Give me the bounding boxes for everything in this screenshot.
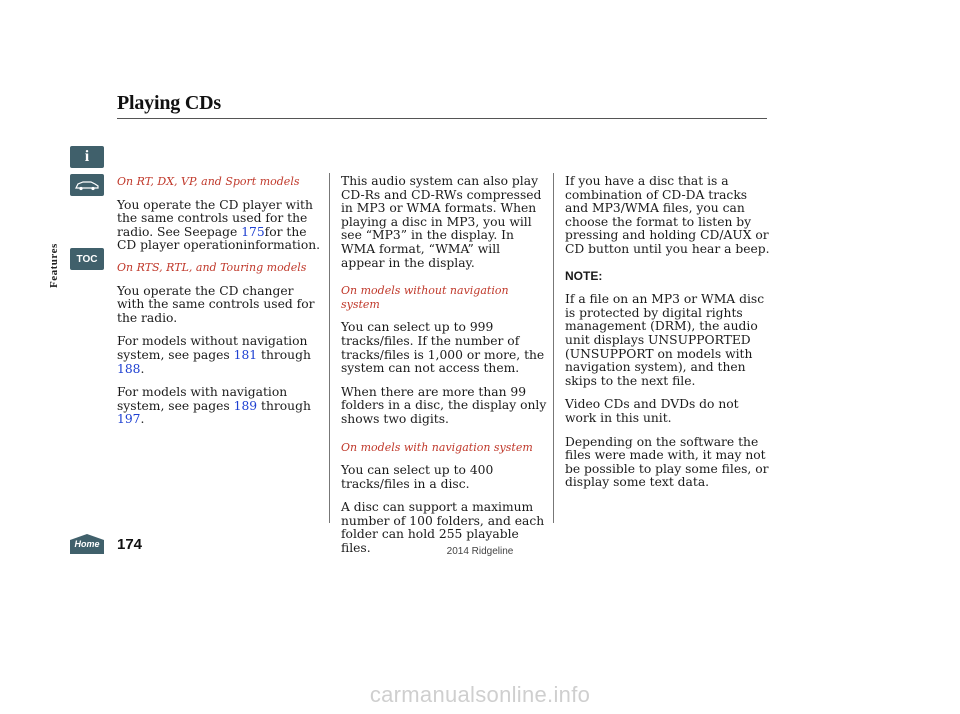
paragraph-cd-player: You operate the CD player with the same … [117,197,323,253]
through-text: through [261,398,311,413]
paragraph-folder-limits: A disc can support a maximum number of 1… [341,500,545,556]
page-link-188[interactable]: 188 [117,361,141,376]
column-3: If you have a disc that is a combination… [565,174,771,500]
period: . [140,412,145,427]
home-button[interactable]: Home [70,534,104,554]
paragraph-without-nav: For models without navigation system, se… [117,335,323,376]
page-link-181[interactable]: 181 [233,347,258,362]
column-2: This audio system can also play CD-Rs an… [341,174,547,566]
page-link-197[interactable]: 197 [117,412,141,427]
car-icon[interactable] [70,174,104,196]
paragraph-with-nav: For models with navigation system, see p… [117,385,323,427]
paragraph-text: For models without navigation system, se… [117,334,308,362]
footer-text: 2014 Ridgeline [446,546,514,557]
paragraph-mp3-wma: This audio system can also play CD-Rs an… [341,174,542,270]
info-icon-glyph: i [84,148,90,165]
page-link-189[interactable]: 189 [233,398,258,413]
subheading-rts-rtl-touring: On RTS, RTL, and Touring models [117,260,307,274]
page-title: Playing CDs [117,92,221,114]
title-rule [117,118,767,119]
column-1: On RT, DX, VP, and Sport models You oper… [117,175,323,437]
note-label: NOTE: [565,268,603,283]
see-page-text: Seepage [183,224,238,239]
page-number: 174 [117,536,143,553]
page-link-175[interactable]: 175 [241,224,265,239]
through-text: through [261,347,311,362]
paragraph-drm: If a file on an MP3 or WMA disc is prote… [565,292,765,388]
paragraph-mixed-disc: If you have a disc that is a combination… [565,174,770,256]
paragraph-99-folders: When there are more than 99 folders in a… [341,384,547,426]
subheading-rt-dx-vp-sport: On RT, DX, VP, and Sport models [117,175,300,188]
paragraph-cd-changer: You operate the CD changer with the same… [117,283,315,325]
paragraph-text: For models with navigation system, see p… [117,385,288,413]
paragraph-tail: for the CD player operationinformation. [117,224,321,253]
car-shape [75,181,99,191]
column-divider-1 [329,173,330,523]
paragraph-software: Depending on the software the files were… [565,434,769,490]
paragraph-video-cds: Video CDs and DVDs do not work in this u… [565,397,739,425]
paragraph-text: You operate the CD player with the same … [117,197,313,239]
watermark: carmanualsonline.info [369,682,591,707]
paragraph-999-tracks: You can select up to 999 tracks/files. I… [341,320,545,376]
info-icon[interactable]: i [70,146,104,168]
paragraph-400-tracks: You can select up to 400 tracks/files in… [341,463,494,491]
toc-button[interactable]: TOC [70,248,104,270]
section-label: Features [48,243,60,288]
period: . [140,361,145,376]
subheading-without-nav: On models without navigation system [341,284,509,311]
toc-label: TOC [76,253,98,265]
subheading-with-nav: On models with navigation system [341,440,533,454]
column-divider-2 [553,173,554,523]
home-label: Home [74,539,100,549]
